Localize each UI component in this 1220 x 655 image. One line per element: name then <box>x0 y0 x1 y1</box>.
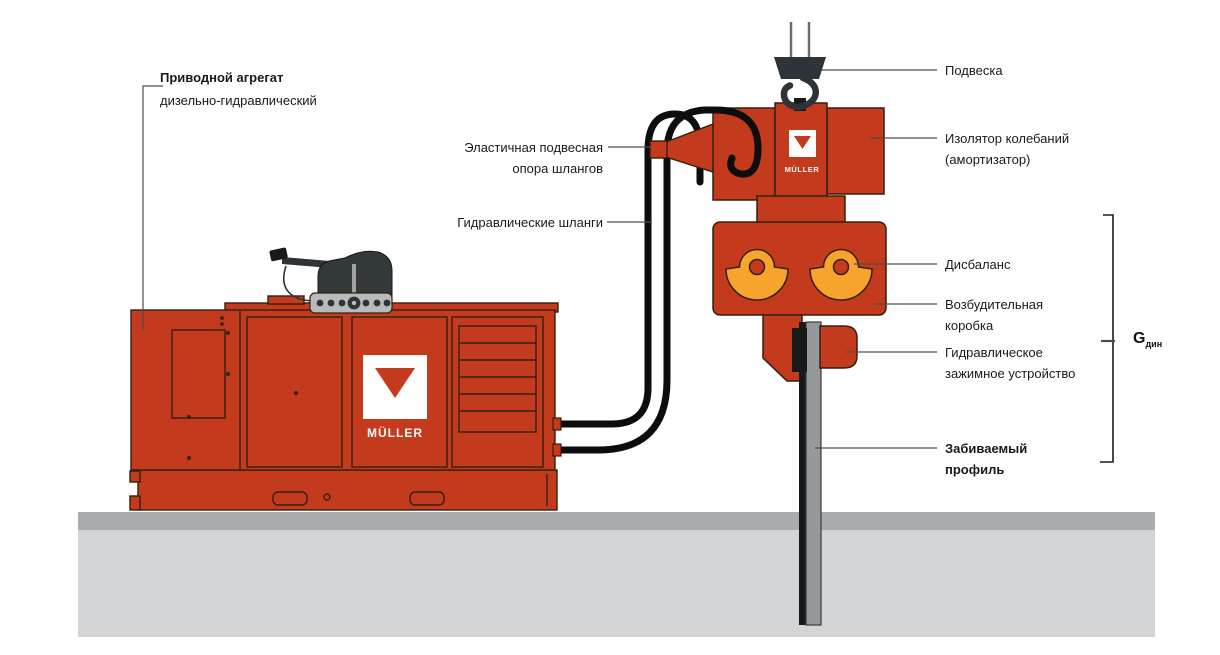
engine-bolts <box>316 296 391 310</box>
pile <box>799 321 822 626</box>
muller-wordmark-hammer: MÜLLER <box>785 165 820 174</box>
ground-surface-band <box>78 512 1155 530</box>
hydraulic-hoses <box>552 106 762 454</box>
muller-logo-hammer <box>789 130 816 157</box>
engine-handle <box>269 247 288 262</box>
hook-block <box>774 57 826 79</box>
muller-wordmark-machine: MÜLLER <box>367 425 423 440</box>
crane-hook <box>774 22 826 111</box>
hose-2 <box>552 106 762 454</box>
panel-2 <box>246 316 343 468</box>
eccentric-weight-right <box>809 248 873 301</box>
label-gdyn: Gдин <box>1133 328 1162 355</box>
hook-shape <box>780 74 819 111</box>
label-power-unit-sub: дизельно-гидравлический <box>160 93 317 108</box>
base-tab-top <box>129 470 141 483</box>
power-unit <box>129 295 559 511</box>
label-pile: Забиваемый профиль <box>945 441 1028 477</box>
hose-support <box>649 122 714 173</box>
service-door <box>171 329 226 419</box>
power-unit-body <box>130 309 556 471</box>
base-hole <box>323 493 331 501</box>
ground <box>78 512 1155 637</box>
label-hose-support: Эластичная подвесная опора шлангов <box>464 140 603 176</box>
label-exciter-box: Возбудительная коробка <box>945 297 1044 333</box>
base-slot-left <box>272 491 308 506</box>
muller-logo-machine <box>363 355 427 419</box>
gdyn-bracket-line <box>1100 214 1114 463</box>
label-isolator: Изолятор колебаний (амортизатор) <box>945 131 1070 167</box>
label-hoses: Гидравлические шланги <box>457 215 603 230</box>
pile-body <box>805 321 822 626</box>
hose-fitting-1 <box>552 417 562 431</box>
leader-power-unit <box>142 85 163 330</box>
hydraulic-clamp <box>792 325 858 372</box>
hose-fitting-2 <box>552 443 562 457</box>
hose-fittings <box>552 417 562 457</box>
clamp-body <box>819 325 858 369</box>
leader-lines <box>142 69 937 449</box>
vent-louvers <box>458 325 537 433</box>
panel-rivets <box>187 316 298 460</box>
eccentric-weight-left <box>725 248 789 301</box>
label-clamp: Гидравлическое зажимное устройство <box>945 345 1076 381</box>
panel-vent <box>451 316 544 468</box>
isolator-left-block <box>712 107 776 201</box>
engine-lever <box>352 264 356 296</box>
power-unit-base <box>137 469 558 511</box>
engine-arm <box>282 257 330 268</box>
base-tab-bottom <box>129 495 141 511</box>
isolator-right-block <box>826 107 885 195</box>
label-power-unit-title: Приводной агрегат <box>160 70 284 85</box>
gdyn-subscript: дин <box>1145 339 1163 349</box>
gdyn-symbol: G <box>1133 330 1146 347</box>
pile-edge <box>799 322 806 625</box>
engine-assembly <box>269 247 393 314</box>
clamp-jaw <box>792 328 807 372</box>
hose-support-clamp <box>649 140 668 159</box>
panel-logo <box>351 316 448 468</box>
label-unbalance: Дисбаланс <box>945 257 1011 272</box>
base-slot-right <box>409 491 445 506</box>
ground-soil <box>78 530 1155 637</box>
hammer-pedestal <box>756 195 846 224</box>
gdyn-bracket <box>1100 214 1115 463</box>
hose-1 <box>552 110 704 428</box>
label-suspension: Подвеска <box>945 63 1003 78</box>
